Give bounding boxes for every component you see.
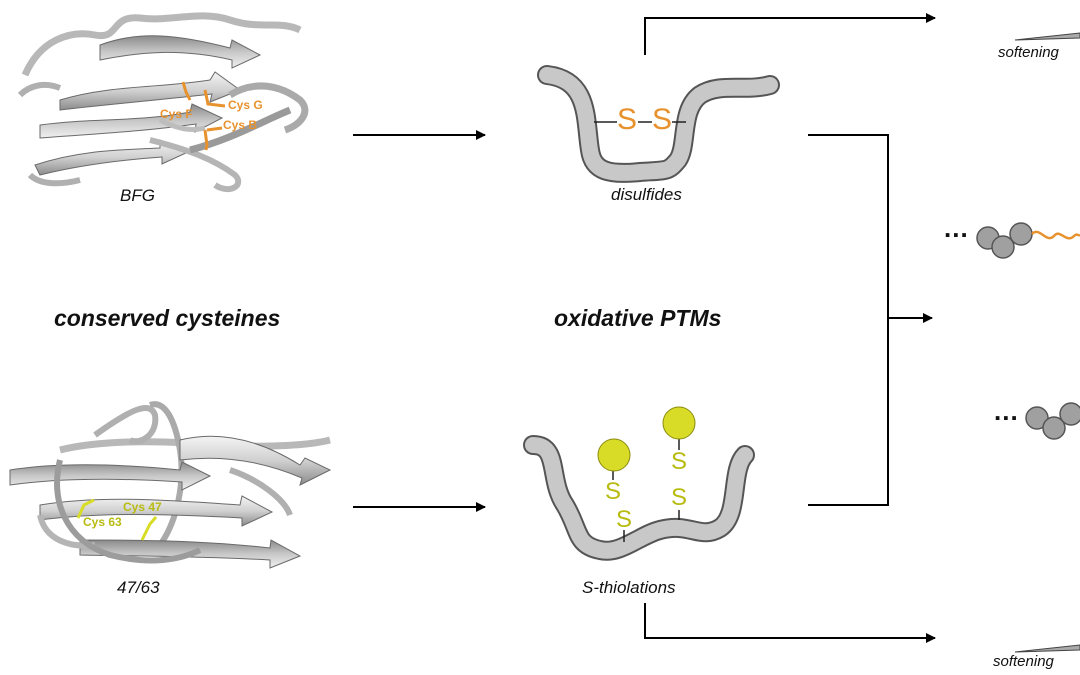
protein-bfg-structure <box>17 12 309 193</box>
sulfur-right-disulfide: S <box>652 103 673 136</box>
sulfur-left-top: S <box>605 478 622 505</box>
softening-wedge-top <box>1014 32 1080 41</box>
cys-g-label: Cys G <box>228 98 263 112</box>
cys-b-stick <box>203 129 209 151</box>
ellipsis-lower: ... <box>994 396 1019 426</box>
label-softening-bottom: softening <box>993 653 1054 670</box>
cys-47-label: Cys 47 <box>123 500 162 514</box>
label-s-thiolations: S-thiolations <box>582 578 676 597</box>
thiol-bead-left <box>597 438 631 472</box>
cys-63-label: Cys 63 <box>83 515 122 529</box>
disulfide-sticks-bfg <box>181 81 226 151</box>
label-disulfides: disulfides <box>611 185 682 204</box>
cys-47-stick <box>140 516 158 541</box>
sulfur-left-bottom: S <box>616 506 633 533</box>
thiol-bead-right <box>662 406 696 440</box>
bead-chain-grey <box>1025 402 1080 440</box>
cys-63-stick <box>76 498 95 519</box>
sulfur-left-disulfide: S <box>617 103 638 136</box>
disulfide-chain <box>537 65 780 183</box>
softening-wedge-bottom <box>1014 644 1080 653</box>
label-4763: 47/63 <box>117 578 160 597</box>
label-bfg: BFG <box>120 186 155 205</box>
cys-b-stick-2 <box>206 126 223 132</box>
arrow-to-top-right <box>644 13 936 55</box>
heading-oxidative-ptms: oxidative PTMs <box>554 305 722 331</box>
cys-f-stick <box>181 81 192 101</box>
cys-b-label: Cys B <box>223 118 258 132</box>
cysteine-sticks-4763 <box>76 498 158 541</box>
sulfur-right-bottom: S <box>671 484 688 511</box>
sulfur-right-top: S <box>671 448 688 475</box>
arrow-to-bottom-right <box>644 603 936 643</box>
cys-f-label: Cys F <box>160 107 193 121</box>
label-softening-top: softening <box>998 44 1059 61</box>
heading-conserved-cysteines: conserved cysteines <box>54 305 281 331</box>
cys-g-stick <box>203 89 226 108</box>
merge-bracket <box>808 134 933 506</box>
s-thiolation-chain <box>523 406 755 561</box>
protein-4763-structure <box>9 401 332 569</box>
bead-chain-orange <box>976 222 1080 259</box>
ellipsis-upper: ... <box>944 213 969 243</box>
